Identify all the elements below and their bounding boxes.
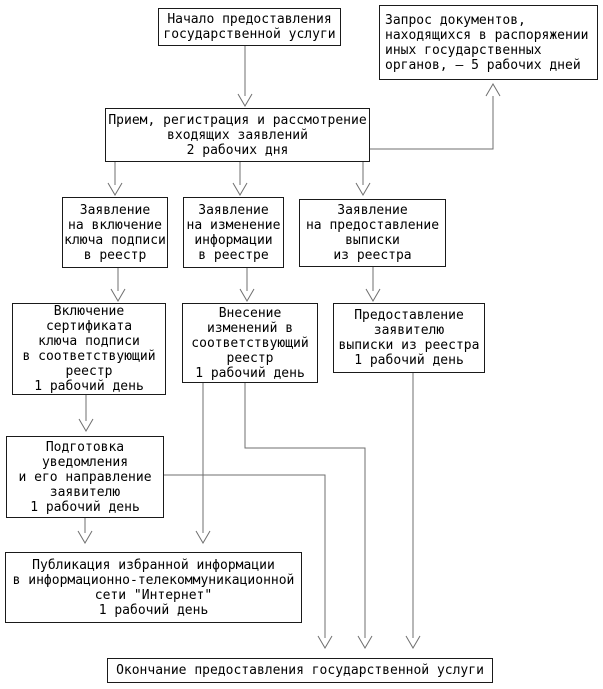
arrow-intake-to-app-include bbox=[107, 162, 123, 196]
arrow-app-change-to-make-changes bbox=[239, 268, 255, 302]
arrow-provide-extract-to-end bbox=[405, 373, 421, 649]
arrow-start-to-intake bbox=[237, 46, 253, 107]
node-intake-registration: Прием, регистрация и рассмотрение входящ… bbox=[105, 108, 370, 162]
node-application-registry-extract: Заявление на предоставление выписки из р… bbox=[299, 199, 446, 267]
node-publish-internet: Публикация избранной информации в информ… bbox=[5, 552, 302, 623]
arrow-intake-to-request-docs bbox=[370, 83, 501, 150]
arrow-intake-to-app-change bbox=[232, 162, 248, 196]
node-end: Окончание предоставления государственной… bbox=[107, 658, 493, 683]
arrow-app-include-to-include-cert bbox=[110, 268, 126, 302]
node-include-certificate: Включение сертификата ключа подписи в со… bbox=[12, 303, 166, 395]
arrow-prepare-notice-to-end bbox=[164, 474, 333, 649]
node-start: Начало предоставления государственной ус… bbox=[158, 8, 341, 46]
arrow-intake-to-app-extract bbox=[355, 162, 371, 196]
arrow-app-extract-to-provide-extract bbox=[365, 267, 381, 302]
arrow-include-cert-to-prepare-notice bbox=[78, 395, 94, 432]
node-prepare-notification: Подготовка уведомления и его направление… bbox=[6, 436, 164, 518]
arrow-make-changes-to-end bbox=[244, 383, 373, 649]
arrow-make-changes-to-publish bbox=[195, 383, 211, 544]
node-application-change-info: Заявление на изменение информации в реес… bbox=[183, 197, 284, 268]
node-make-changes: Внесение изменений в соответствующий рее… bbox=[182, 303, 318, 383]
node-application-include-key: Заявление на включение ключа подписи в р… bbox=[62, 197, 168, 268]
node-request-documents: Запрос документов, находящихся в распоря… bbox=[379, 5, 598, 80]
arrow-prepare-notice-to-publish bbox=[77, 518, 93, 544]
node-provide-extract: Предоставление заявителю выписки из реес… bbox=[333, 303, 485, 373]
